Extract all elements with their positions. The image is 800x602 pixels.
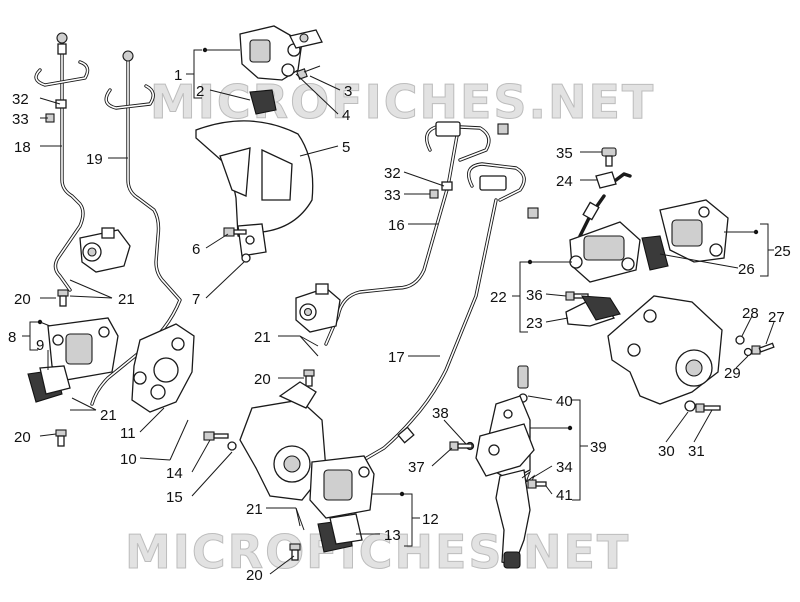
callout-36: 36 [526,287,543,304]
brake-pads-13 [317,513,363,553]
callout-29: 29 [724,365,741,382]
bolt-31 [695,403,721,413]
callout-labels: 1 2 3 4 5 6 7 8 9 10 11 12 13 14 15 16 1… [8,67,791,584]
watermark-bottom: MICROFICHES.NET [125,525,630,579]
callout-4: 4 [342,107,350,124]
brake-pad-26 [641,235,669,271]
leader-lines [22,47,775,575]
brake-pedal-assembly-39 [475,365,535,569]
bleed-screw-35 [601,147,617,167]
callout-20-b: 20 [14,429,31,446]
caliper-left-8 [47,317,119,381]
callout-6: 6 [192,241,200,258]
callout-16: 16 [388,217,405,234]
callout-21-b: 21 [100,407,117,424]
callout-41: 41 [556,487,573,504]
callout-28: 28 [742,305,759,322]
clamp-32-left [55,99,67,109]
callout-26: 26 [738,261,755,278]
bolt-27 [751,342,775,355]
callout-25: 25 [774,243,791,260]
brake-pads-9 [27,365,71,403]
bolt-20-upper [57,289,69,307]
callout-21-c: 21 [254,329,271,346]
callout-40: 40 [556,393,573,410]
callout-32-b: 32 [384,165,401,182]
caliper-bracket-lower [239,381,327,501]
callout-27: 27 [768,309,785,326]
bolt-20-bottom [289,543,301,561]
callout-39: 39 [590,439,607,456]
callout-13: 13 [384,527,401,544]
spring-34 [521,470,536,487]
callout-11: 11 [120,425,136,442]
caliper-carrier-right [607,295,723,405]
callout-17: 17 [388,349,405,366]
bolt-41 [527,479,547,489]
callout-5: 5 [342,139,350,156]
washer-30 [684,400,696,412]
bolt-3 [296,65,321,80]
callout-15: 15 [166,489,183,506]
callout-21-d: 21 [246,501,263,518]
washer-15 [227,441,237,451]
callout-19: 19 [86,151,103,168]
sensor-lead [578,194,606,238]
callout-7: 7 [192,291,200,308]
callout-24: 24 [556,173,573,190]
brake-hose-17 [338,162,539,480]
callout-8: 8 [8,329,16,346]
callout-23: 23 [526,315,543,332]
brake-hose-19 [90,50,182,406]
washer-28 [735,335,745,345]
washer-7 [241,253,251,263]
master-cylinder-center [295,283,341,333]
callout-37: 37 [408,459,425,476]
washer-29 [743,347,753,357]
callout-9: 9 [36,337,44,354]
callout-35: 35 [556,145,573,162]
callout-18: 18 [14,139,31,156]
watermark-top: MICROFICHES.NET [150,75,655,129]
brake-pads-23 [565,295,621,327]
brake-hose-16 [324,121,509,346]
bolt-20-center [303,369,315,387]
clip-24 [595,171,632,189]
callout-2: 2 [196,83,204,100]
callout-14: 14 [166,465,183,482]
callout-10: 10 [120,451,137,468]
screw-33-center [429,189,439,199]
bolt-20-lower [55,429,67,447]
callout-33-a: 33 [12,111,29,128]
brake-pad-2 [249,89,277,115]
bolt-14 [203,431,229,441]
bolt-37 [449,441,473,451]
rear-caliper-25 [659,199,729,263]
callout-1: 1 [174,67,182,84]
callout-34: 34 [556,459,573,476]
caliper-lower-12 [309,455,375,519]
clamp-32-center [441,181,453,191]
callout-21-a: 21 [118,291,135,308]
callout-33-b: 33 [384,187,401,204]
caliper-bracket-10 [131,323,195,413]
front-caliper-1 [239,25,323,81]
callout-38: 38 [432,405,449,422]
callout-3: 3 [344,83,352,100]
callout-31: 31 [688,443,705,460]
bolt-6 [223,227,247,237]
rear-caliper-22 [569,221,641,283]
callout-22: 22 [490,289,507,306]
rear-master-cylinder-small [79,227,131,273]
callout-20-c: 20 [254,371,271,388]
callout-30: 30 [658,443,675,460]
callout-32-a: 32 [12,91,29,108]
disc-guard-5 [195,120,314,257]
callout-20-d: 20 [246,567,263,584]
callout-12: 12 [422,511,439,528]
callout-20-a: 20 [14,291,31,308]
brake-hose-18 [34,32,90,292]
